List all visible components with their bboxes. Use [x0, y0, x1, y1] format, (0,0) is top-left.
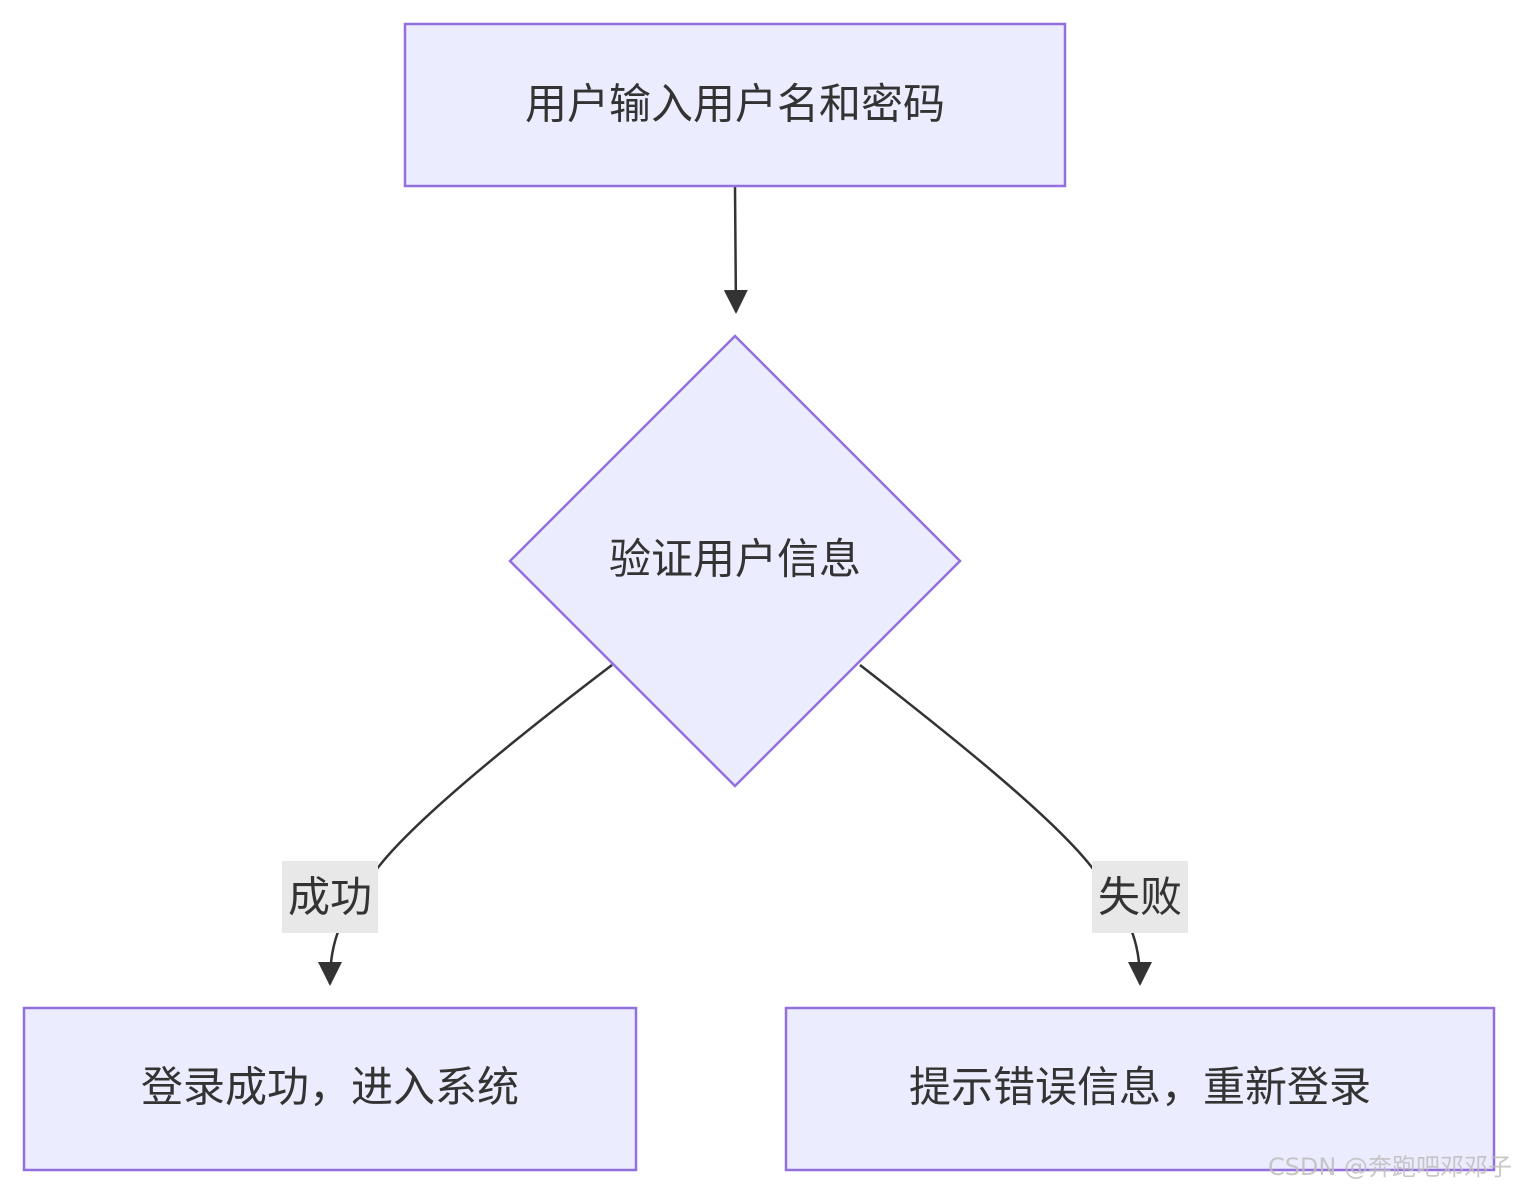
edge-label-fail-text: 失败 [1098, 873, 1182, 922]
edge-label-success-text: 成功 [288, 873, 372, 922]
edge-label-success-bg [282, 861, 378, 933]
edge-input-to-verify [723, 186, 748, 314]
node-success-box [22, 1006, 638, 1172]
node-verify-diamond [508, 334, 962, 788]
edge-label-success: 成功 [282, 861, 378, 933]
edge-label-fail-bg [1092, 861, 1188, 933]
node-input[interactable]: 用户输入用户名和密码 [403, 22, 1067, 188]
node-input-box [403, 22, 1067, 188]
watermark: CSDN @奔跑吧邓邓子 [1267, 1153, 1512, 1181]
node-success-label: 登录成功，进入系统 [141, 1063, 519, 1112]
node-input-label: 用户输入用户名和密码 [525, 80, 945, 129]
node-fail-box [784, 1006, 1496, 1172]
edge-verify-to-success [318, 664, 613, 986]
node-success[interactable]: 登录成功，进入系统 [22, 1006, 638, 1172]
node-verify[interactable]: 验证用户信息 [508, 334, 962, 788]
node-fail[interactable]: 提示错误信息，重新登录 [784, 1006, 1496, 1172]
edge-verify-to-fail [859, 664, 1152, 986]
node-fail-label: 提示错误信息，重新登录 [909, 1063, 1371, 1112]
node-verify-label: 验证用户信息 [609, 535, 861, 584]
edge-label-fail: 失败 [1092, 861, 1188, 933]
